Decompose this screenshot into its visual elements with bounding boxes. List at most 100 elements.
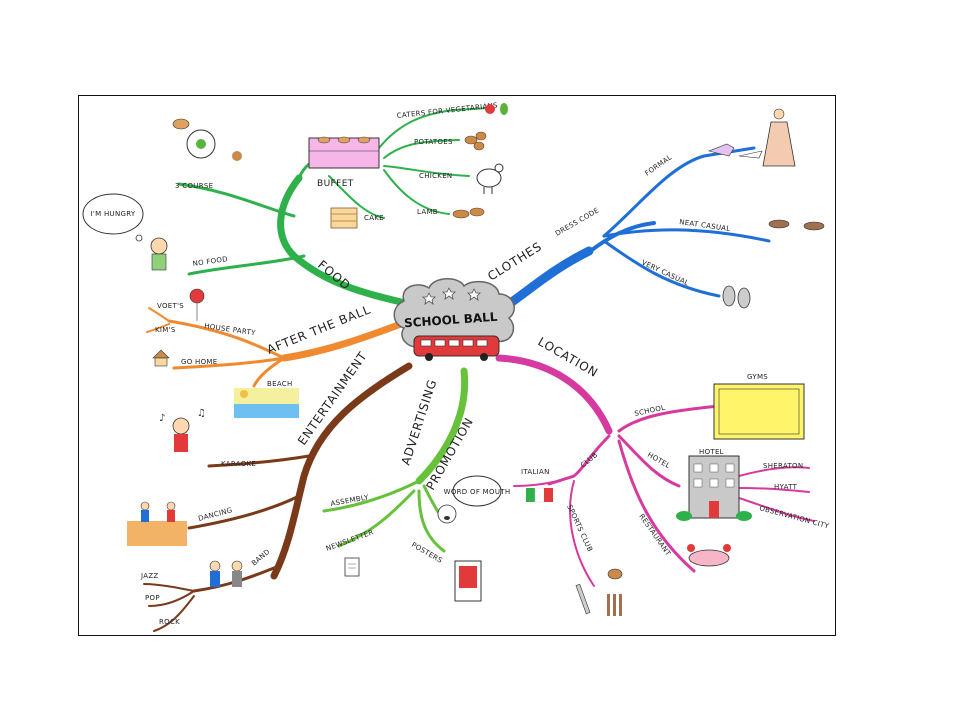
potatoes-label: POTATOES [414, 138, 453, 146]
karaoke-branch [207, 454, 311, 468]
chicken-label: CHICKEN [419, 172, 452, 180]
gym-icon [713, 383, 805, 440]
karaoke-label: KARAOKE [221, 460, 256, 468]
after-the-ball-branch [146, 307, 413, 388]
buffet-to-cake [328, 175, 385, 219]
italian-flag-icon [526, 487, 553, 503]
pop-branch [148, 590, 195, 607]
talking-face-icon [437, 504, 457, 524]
location-branch [495, 354, 815, 587]
voets-label: VOET'S [157, 302, 184, 310]
location-main-branch [495, 354, 613, 435]
gyms-label: GYMS [747, 373, 768, 381]
balloon-icon [189, 288, 205, 321]
promotion-main-branch [415, 367, 469, 485]
hungry-person-icon [150, 237, 168, 271]
jazz-label: JAZZ [140, 572, 159, 580]
poster-icon [454, 560, 482, 602]
food-branch [177, 107, 490, 308]
center-title: SCHOOL BALL [404, 310, 499, 331]
location-label: LOCATION [536, 334, 601, 380]
hyatt-branch [738, 487, 810, 493]
band-label: BAND [250, 548, 272, 568]
caters-label: CATERS FOR VEGETARIANS [396, 101, 498, 120]
rock-label: ROCK [159, 618, 180, 626]
no-food-label: NO FOOD [192, 255, 228, 268]
newsletter-label: NEWSLETTER [325, 528, 375, 553]
vegetable-icon [485, 103, 508, 115]
kims-label: KIM'S [155, 326, 176, 334]
center-node: SCHOOL BALL [393, 278, 515, 361]
karaoke-singer-icon: ♪ ♫ [159, 408, 206, 452]
rock-branch [153, 595, 195, 632]
thought-bubble [82, 193, 144, 242]
buffet-label: BUFFET [317, 179, 354, 189]
cake-icon [330, 207, 358, 229]
dress-code-label: DRESS CODE [554, 206, 600, 237]
formal-shoes-icon [708, 143, 763, 159]
word-of-mouth-label: WORD OF MOUTH [444, 488, 511, 496]
svg-text:♪: ♪ [159, 413, 165, 424]
restaurant-label: RESTAURANT [637, 513, 672, 558]
casual-shoes-icon [768, 219, 825, 231]
after-the-ball-main-branch [280, 317, 413, 362]
restaurant-table-icon [687, 544, 731, 567]
beach-icon [234, 388, 299, 418]
lamb-label: LAMB [417, 208, 438, 216]
dancing-branch [187, 494, 301, 530]
go-home-label: GO HOME [181, 358, 218, 366]
observation-city-label: OBSERVATION CITY [758, 504, 830, 530]
bus-icon [413, 335, 500, 361]
mind-map-frame: SCHOOL BALL FOOD BUFFET CATERS FOR VEGET… [78, 95, 836, 636]
sheraton-label: SHERATON [763, 462, 803, 470]
hyatt-label: HYATT [774, 483, 798, 491]
jazz-branch [143, 583, 195, 592]
mind-map: SCHOOL BALL FOOD BUFFET CATERS FOR VEGET… [82, 101, 830, 632]
buffet-icon [308, 136, 380, 169]
sports-icon [575, 568, 623, 616]
home-icon [152, 349, 170, 367]
hotel-branch [617, 434, 681, 488]
dancers-icon [127, 501, 187, 546]
club-branch [547, 434, 611, 486]
sports-club-label: SPORTS CLUB [565, 503, 594, 553]
buffet-to-caters [378, 107, 490, 149]
posters-label: POSTERS [410, 541, 444, 565]
very-casual-branch [602, 239, 721, 298]
observation-branch [738, 497, 815, 522]
food-main-branch [277, 174, 413, 308]
band-icon [209, 560, 243, 587]
food-to-course [177, 182, 296, 218]
kims-branch [146, 323, 170, 333]
club-label: CLUB [579, 451, 599, 470]
chicken-icon [476, 163, 504, 194]
hotel-building-icon [676, 455, 752, 521]
school-branch [617, 404, 721, 433]
food-to-nofood [187, 254, 306, 276]
lamb-icon [452, 207, 485, 219]
buffet-to-lamb [383, 169, 450, 215]
svg-text:♫: ♫ [197, 408, 206, 419]
beach-branch [252, 356, 286, 388]
buffet-to-potatoes [383, 139, 460, 159]
course-label: 3 COURSE [175, 182, 213, 190]
pop-label: POP [145, 594, 160, 602]
speech-bubble [452, 475, 502, 507]
voets-branch [148, 307, 170, 322]
restaurant-branch [617, 439, 696, 573]
cake-label: CAKE [364, 214, 384, 222]
star-decoration [422, 287, 481, 305]
buffet-to-chicken [383, 165, 470, 177]
very-casual-label: VERY CASUAL [640, 259, 690, 288]
newsletter-branch [337, 489, 416, 548]
formal-branch [602, 146, 756, 238]
clothes-label: CLOTHES [485, 239, 544, 283]
italian-branch [513, 477, 570, 487]
assembly-branch [322, 479, 421, 513]
sandals-icon [722, 285, 751, 309]
beach-label: BEACH [267, 380, 293, 388]
go-home-branch [172, 356, 286, 370]
house-party-branch [167, 319, 286, 360]
formal-dress-icon [762, 108, 796, 167]
entertainment-main-branch [270, 362, 413, 580]
